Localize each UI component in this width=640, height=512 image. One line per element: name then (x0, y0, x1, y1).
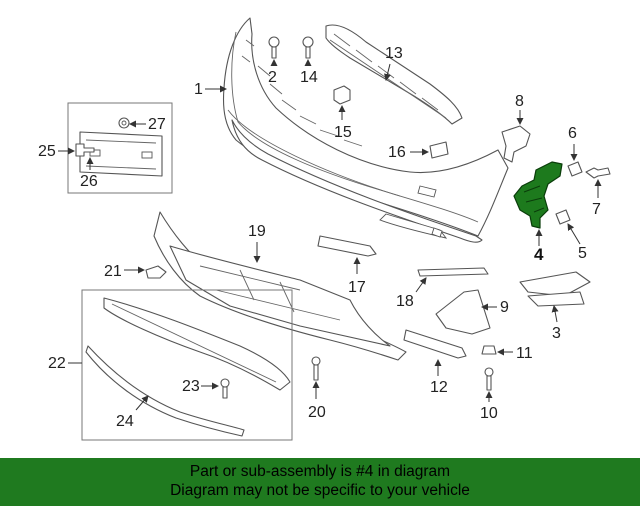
callout-25: 25 (38, 143, 56, 160)
callout-7: 7 (592, 201, 601, 218)
callout-14: 14 (300, 69, 318, 86)
callout-16: 16 (388, 144, 406, 161)
banner-line-2: Diagram may not be specific to your vehi… (170, 482, 470, 499)
lower-shield-22 (103, 297, 291, 391)
banner-line-1: Part or sub-assembly is #4 in diagram (189, 463, 451, 480)
highlighted-part-4 (513, 161, 563, 229)
callout-22: 22 (48, 355, 66, 372)
clip-11 (481, 345, 497, 355)
shield-kit-box (81, 289, 293, 441)
callout-3: 3 (552, 325, 561, 342)
callout-21: 21 (104, 263, 122, 280)
callout-6: 6 (568, 125, 577, 142)
screw-7 (585, 167, 611, 179)
screw-2 (268, 36, 280, 59)
bracket-8 (501, 125, 531, 163)
clip-6 (567, 161, 583, 177)
screw-23 (220, 378, 230, 399)
callout-23: 23 (182, 378, 200, 395)
callout-27: 27 (148, 116, 166, 133)
callout-12: 12 (430, 379, 448, 396)
clip-21 (145, 265, 167, 279)
cap-16 (429, 141, 449, 159)
deflector-9 (435, 289, 491, 335)
callout-26: 26 (80, 173, 98, 190)
callout-19: 19 (248, 223, 266, 240)
callout-10: 10 (480, 405, 498, 422)
callout-1: 1 (194, 81, 203, 98)
callout-11: 11 (516, 345, 533, 362)
callout-24: 24 (116, 413, 134, 430)
diagram-notice-banner: Part or sub-assembly is #4 in diagram Di… (0, 458, 640, 506)
splash-shield-19 (153, 211, 407, 361)
callout-2: 2 (268, 69, 277, 86)
clip-15 (333, 85, 351, 105)
callout-20: 20 (308, 404, 326, 421)
reinforcement-beam (325, 24, 463, 125)
callout-4: 4 (534, 245, 544, 264)
callout-13: 13 (385, 45, 403, 62)
callout-9: 9 (500, 299, 509, 316)
trim-17 (317, 235, 377, 257)
nut-27 (118, 117, 130, 129)
callout-8: 8 (515, 93, 524, 110)
strip-24 (85, 345, 245, 437)
clip-5 (555, 209, 571, 225)
callout-15: 15 (334, 124, 352, 141)
bolt-14 (302, 36, 314, 59)
license-plate-bracket (79, 131, 163, 177)
callout-17: 17 (348, 279, 366, 296)
screw-20 (311, 356, 321, 381)
callout-18: 18 (396, 293, 414, 310)
trim-12 (403, 329, 467, 359)
deflector-3 (519, 271, 591, 307)
screw-10 (484, 367, 494, 391)
bolt-25 (75, 143, 95, 157)
callouts: 1 2 3 4 5 6 7 8 9 10 11 12 13 14 15 16 1… (38, 45, 602, 430)
bumper-cover (222, 17, 509, 243)
trim-18 (417, 267, 489, 277)
callout-5: 5 (578, 245, 587, 262)
